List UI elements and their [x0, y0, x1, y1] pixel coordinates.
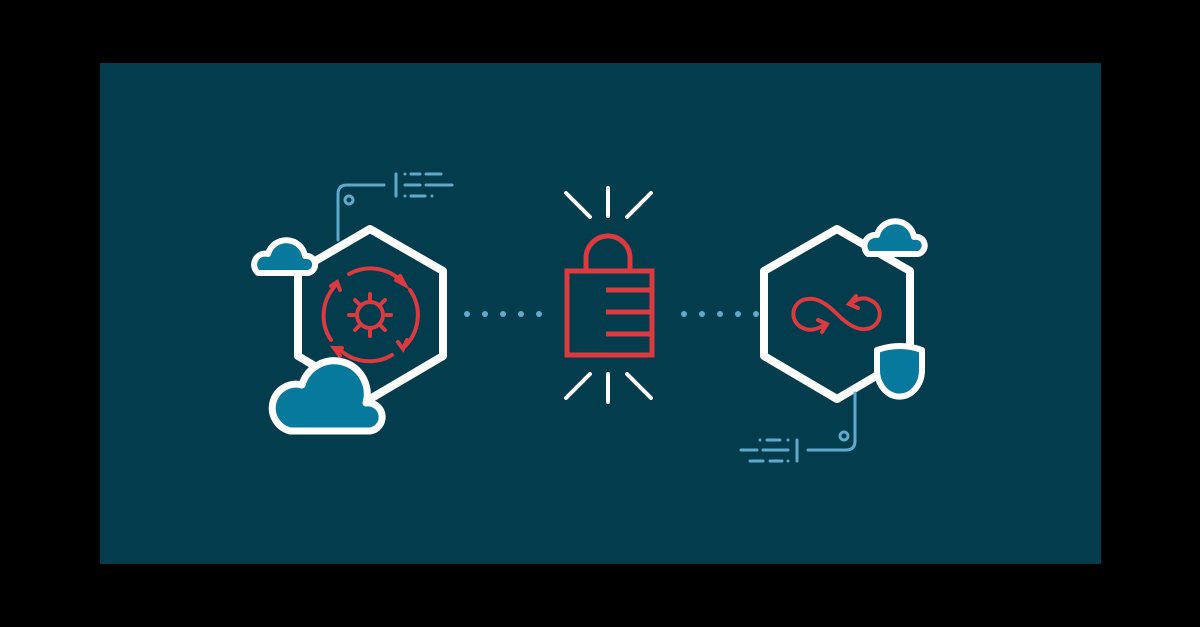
padlock-icon — [564, 233, 655, 358]
large-cloud-icon — [268, 357, 386, 435]
circular-arrows-icon — [321, 266, 420, 364]
cloud-icon — [861, 218, 928, 257]
infinity-loop-icon — [791, 294, 882, 334]
right-dotted-connector — [681, 311, 759, 317]
gear-icon — [347, 292, 393, 338]
alert-rays-icon — [564, 186, 653, 404]
small-cloud-icon — [251, 237, 319, 276]
shield-icon — [874, 343, 925, 400]
right-data-lines-icon — [739, 391, 857, 463]
left-data-lines-icon — [336, 172, 454, 242]
left-dotted-connector — [464, 311, 542, 317]
panel-background — [100, 63, 1101, 564]
